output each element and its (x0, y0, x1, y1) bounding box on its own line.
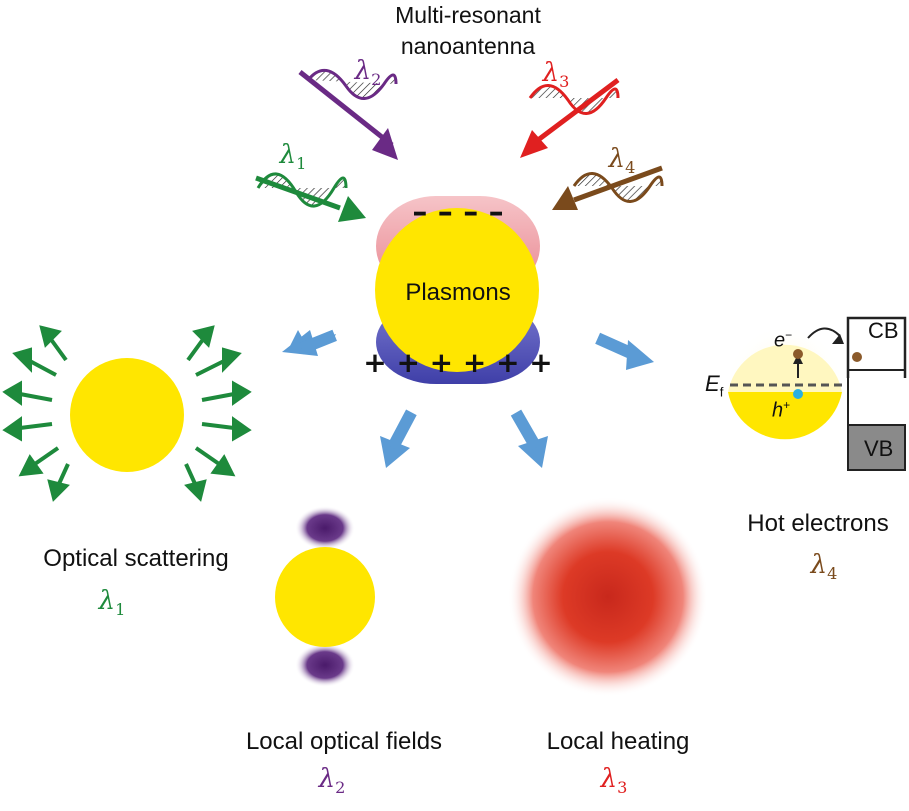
fermi-label: Ef (705, 371, 724, 400)
scattering-label: Optical scattering (43, 545, 229, 572)
heating-label: Local heating (546, 728, 690, 755)
heating-lambda: λ3 (600, 764, 628, 798)
cb-label: CB (868, 318, 899, 343)
hot-electrons-illustration (725, 316, 907, 471)
hot-particle (728, 392, 842, 440)
scattering-particle (70, 358, 184, 472)
heating-illustration (508, 497, 708, 697)
electron-label: e− (774, 328, 793, 352)
process-arrows (282, 329, 654, 468)
transfer-arrow (807, 327, 841, 339)
arrow-to-hot-electrons-shaft (595, 332, 635, 360)
fields-lambda: λ2 (318, 764, 346, 798)
hot-electrons-lambda: λ4 (810, 550, 838, 584)
gold-nanoparticle (375, 208, 539, 372)
incident-wave-2 (298, 69, 398, 160)
fields-label: Local optical fields (245, 728, 443, 755)
transfer-arrow-head (832, 334, 844, 344)
arrow-to-fields-shaft (387, 409, 417, 451)
title-line-2: nanoantenna (400, 33, 536, 59)
incident-wave-4 (552, 165, 664, 210)
incident-lambda-1: λ1 (279, 140, 307, 174)
field-hotspot-bottom (295, 643, 355, 687)
electron-dot (793, 349, 803, 359)
injected-electron-dot (852, 352, 862, 362)
local-fields-illustration (275, 506, 375, 687)
scattering-illustration (2, 325, 252, 502)
incident-wave-1 (255, 172, 366, 222)
negative-charges: – – – – (412, 195, 503, 230)
incident-lambda-4: λ4 (608, 144, 636, 178)
field-hotspot-top (295, 506, 355, 550)
arrow-to-fields-head (380, 436, 410, 468)
scattering-lambda: λ1 (98, 586, 126, 620)
incident-lambda-3: λ3 (542, 58, 570, 92)
vb-label: VB (864, 436, 894, 461)
hot-particle-upper (728, 344, 842, 392)
arrow-to-heating-shaft (510, 409, 542, 451)
heat-glow (508, 497, 708, 697)
scattered-rays (2, 325, 252, 502)
hole-dot (793, 389, 803, 399)
fields-particle (275, 547, 375, 647)
plasmon-particle: – – – – + + + + + + Plasmons (363, 195, 553, 384)
incident-wave-3 (520, 78, 620, 158)
positive-charges: + + + + + + (363, 346, 553, 379)
title-line-1: Multi-resonant (395, 2, 541, 28)
valence-band-box (847, 424, 906, 471)
plasmons-label: Plasmons (405, 279, 510, 306)
arrow-to-scattering-shaft (299, 329, 337, 355)
hole-label: h+ (772, 398, 791, 422)
incident-lambda-2: λ2 (354, 56, 382, 90)
hot-electrons-label: Hot electrons (747, 510, 889, 537)
